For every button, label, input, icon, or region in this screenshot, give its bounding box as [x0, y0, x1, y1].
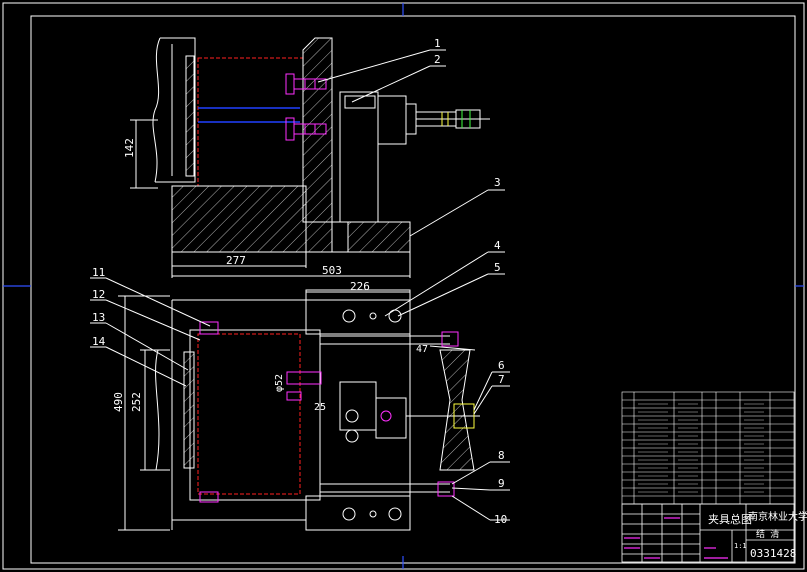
- nut-green: [461, 110, 471, 128]
- title-subtitle: 结 清: [756, 528, 779, 540]
- workpiece-hatch: [185, 55, 195, 177]
- parts-list-entries: [638, 403, 764, 493]
- dim-bottom-height-a: 490: [112, 392, 125, 412]
- plate-bolt-holes: [342, 309, 402, 521]
- dim-small-b: 25: [314, 402, 326, 413]
- callout-10: 10: [494, 513, 507, 526]
- callout-7: 7: [498, 373, 505, 386]
- dim-diameter: φ52: [274, 374, 285, 392]
- callout-4: 4: [494, 239, 501, 252]
- lower-plan-view: 226 490 252 47 φ52 25: [112, 280, 480, 531]
- frame-center-markers: [3, 3, 804, 569]
- callout-12: 12: [92, 288, 105, 301]
- scale-label: 1:1: [734, 542, 747, 550]
- callout-14: 14: [92, 335, 106, 348]
- parts-list: [621, 391, 795, 505]
- callouts: [90, 49, 510, 521]
- sheet-code: 0331428: [750, 547, 796, 560]
- callout-1: 1: [434, 37, 441, 50]
- dim-small-a: 47: [416, 344, 428, 355]
- nut-dashes: [441, 112, 449, 126]
- dim-top-height: 142: [123, 138, 136, 158]
- title-block-text: 夹具总图 南京林业大学 结 清 1:1 0331428: [708, 510, 807, 560]
- callout-13: 13: [92, 311, 105, 324]
- dim-top-width-b: 503: [322, 264, 342, 277]
- title-block-magenta-marks: [624, 517, 728, 559]
- parts-list-rows: [622, 399, 794, 497]
- title-block: [621, 503, 795, 563]
- callout-2: 2: [434, 53, 441, 66]
- dim-top-width-a: 277: [226, 254, 246, 267]
- center-bolt: [286, 371, 322, 401]
- callout-5: 5: [494, 261, 501, 274]
- callout-3: 3: [494, 176, 501, 189]
- dim-bottom-height-b: 252: [130, 392, 143, 412]
- callout-9: 9: [498, 477, 505, 490]
- rod-nuts: [199, 321, 459, 503]
- bolt-bottom: [285, 117, 327, 141]
- callout-11: 11: [92, 266, 105, 279]
- upper-elevation-view: 142 277 503: [123, 37, 490, 278]
- bolt-top: [285, 73, 327, 95]
- callout-numbers: 1 2 3 4 5 6 7 8 9 10 11 12 13 14: [92, 37, 507, 526]
- dim-bottom-width: 226: [350, 280, 370, 293]
- callout-6: 6: [498, 359, 505, 372]
- drawing-title: 夹具总图: [708, 512, 752, 526]
- callout-8: 8: [498, 449, 505, 462]
- school-name: 南京林业大学: [748, 510, 807, 523]
